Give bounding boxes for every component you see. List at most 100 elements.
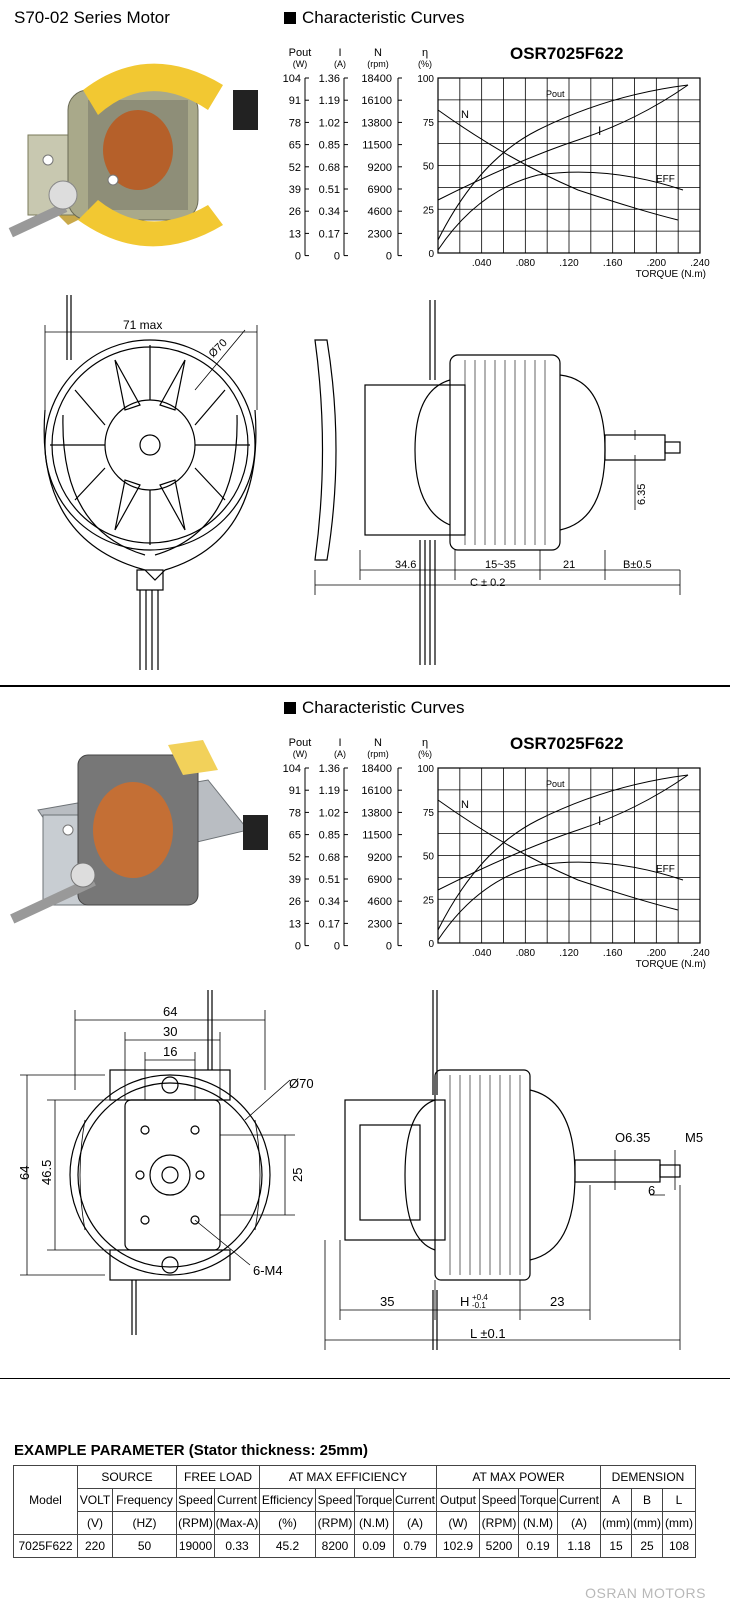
group-max-efficiency: AT MAX EFFICIENCY: [259, 1465, 437, 1489]
unit-cell: (RPM): [315, 1511, 355, 1535]
dim-h-tol-top: +0.4: [472, 1293, 488, 1302]
model-label-2: OSR7025F622: [510, 734, 624, 753]
model-label-1: OSR7025F622: [510, 44, 624, 63]
eff-tick-label: 75: [423, 118, 435, 129]
column-header-cell: Speed: [176, 1488, 215, 1512]
scale-label: 0.68: [319, 852, 340, 864]
param-heading: EXAMPLE PARAMETER (Stator thickness: 25m…: [14, 1442, 368, 1459]
scale-label: 0.85: [319, 830, 340, 842]
scale-label: 6900: [368, 874, 392, 886]
curve-current: [437, 84, 689, 201]
front-view-drawing-2: 64 30 16 Ø70 64 46.5 25 6-M4: [17, 990, 314, 1335]
scale-label: 4600: [368, 206, 392, 218]
value-cell: 220: [77, 1534, 113, 1558]
unit-cell: (V): [77, 1511, 113, 1535]
curve-pout: [437, 84, 689, 241]
dim-6-m4: 6-M4: [253, 1263, 283, 1278]
scale-label: 1.02: [319, 117, 340, 129]
column-header-cell: Torque: [518, 1488, 558, 1512]
value-cell: 0.09: [354, 1534, 394, 1558]
scale-label: 9200: [368, 162, 392, 174]
motor-photo-1: [8, 63, 258, 247]
axis-unit-current: (A): [334, 59, 346, 69]
dim-diameter-70-2: Ø70: [289, 1076, 314, 1091]
unit-cell: (A): [393, 1511, 437, 1535]
characteristic-curves-heading-1: Characteristic Curves: [284, 8, 465, 28]
value-cell: 5200: [479, 1534, 519, 1558]
dim-21: 21: [563, 559, 575, 571]
x-tick-label: .080: [516, 258, 536, 269]
scale-label: 13800: [361, 117, 392, 129]
dim-23: 23: [550, 1294, 564, 1309]
table-row: (V)(HZ)(RPM)(Max-A)(%)(RPM)(N.M)(A)(W)(R…: [14, 1511, 696, 1535]
scale-label: 16100: [361, 95, 392, 107]
group-free-load: FREE LOAD: [176, 1465, 260, 1489]
scale-label: 65: [289, 140, 301, 152]
scale-label: 1.19: [319, 95, 340, 107]
column-header-cell: Output: [436, 1488, 480, 1512]
scale-label: 4600: [368, 896, 392, 908]
x-tick-label: .240: [690, 948, 710, 959]
x-tick-label: .240: [690, 258, 710, 269]
value-cell: 50: [112, 1534, 177, 1558]
scale-label: 0.85: [319, 140, 340, 152]
value-cell: 45.2: [259, 1534, 316, 1558]
brand-footer: OSRAN MOTORS: [585, 1585, 706, 1601]
unit-cell: (N.M): [354, 1511, 394, 1535]
unit-cell: (RPM): [479, 1511, 519, 1535]
value-cell: 0.33: [214, 1534, 260, 1558]
axis-head-pout: Pout: [289, 737, 312, 749]
curve-label-speed: N: [461, 799, 469, 811]
dim-h-tol-bottom: -0.1: [472, 1301, 486, 1310]
scale-label: 39: [289, 874, 301, 886]
scale-label: 52: [289, 852, 301, 864]
curve-label-eff: EFF: [656, 174, 675, 185]
unit-cell: (W): [436, 1511, 480, 1535]
axis-unit-speed: (rpm): [367, 59, 389, 69]
curve-pout: [437, 774, 689, 931]
unit-cell: (N.M): [518, 1511, 558, 1535]
value-cell: 108: [662, 1534, 696, 1558]
dim-m5: M5: [685, 1130, 703, 1145]
scale-label: 13: [289, 228, 301, 240]
scale-label: 0: [295, 251, 301, 263]
motor-photo-2: [10, 740, 268, 924]
column-header-cell: Speed: [479, 1488, 519, 1512]
curve-speed: [437, 799, 679, 911]
axis-head-pout: Pout: [289, 47, 312, 59]
scale-label: 0: [386, 251, 392, 263]
scale-label: 0: [295, 941, 301, 953]
axis-head-current: I: [338, 737, 341, 749]
unit-cell: (%): [259, 1511, 316, 1535]
characteristic-curves-heading-2: Characteristic Curves: [284, 698, 465, 718]
dim-30: 30: [163, 1024, 177, 1039]
column-header-cell: Speed: [315, 1488, 355, 1512]
x-tick-label: .160: [603, 948, 623, 959]
scale-label: 9200: [368, 852, 392, 864]
scale-label: 16100: [361, 785, 392, 797]
scale-label: 39: [289, 184, 301, 196]
curve-label-pout: Pout: [546, 89, 565, 99]
curve-efficiency: [437, 171, 684, 251]
axis-unit-pout: (W): [293, 749, 308, 759]
dim-c: C ± 0.2: [470, 577, 505, 589]
dim-b: B±0.5: [623, 559, 652, 571]
curve-label-speed: N: [461, 109, 469, 121]
x-tick-label: .160: [603, 258, 623, 269]
unit-cell: (A): [557, 1511, 601, 1535]
eff-tick-label: 0: [428, 939, 434, 950]
axis-head-eff: η: [422, 737, 428, 749]
scale-label: 0.17: [319, 918, 340, 930]
scale-label: 2300: [368, 228, 392, 240]
scale-label: 0.34: [319, 206, 340, 218]
column-header-cell: Current: [214, 1488, 260, 1512]
dim-h: H: [460, 1294, 469, 1309]
unit-cell: (mm): [631, 1511, 663, 1535]
scale-label: 26: [289, 206, 301, 218]
scale-label: 104: [283, 73, 301, 85]
value-cell: 19000: [176, 1534, 215, 1558]
eff-tick-label: 75: [423, 808, 435, 819]
x-tick-label: .080: [516, 948, 536, 959]
